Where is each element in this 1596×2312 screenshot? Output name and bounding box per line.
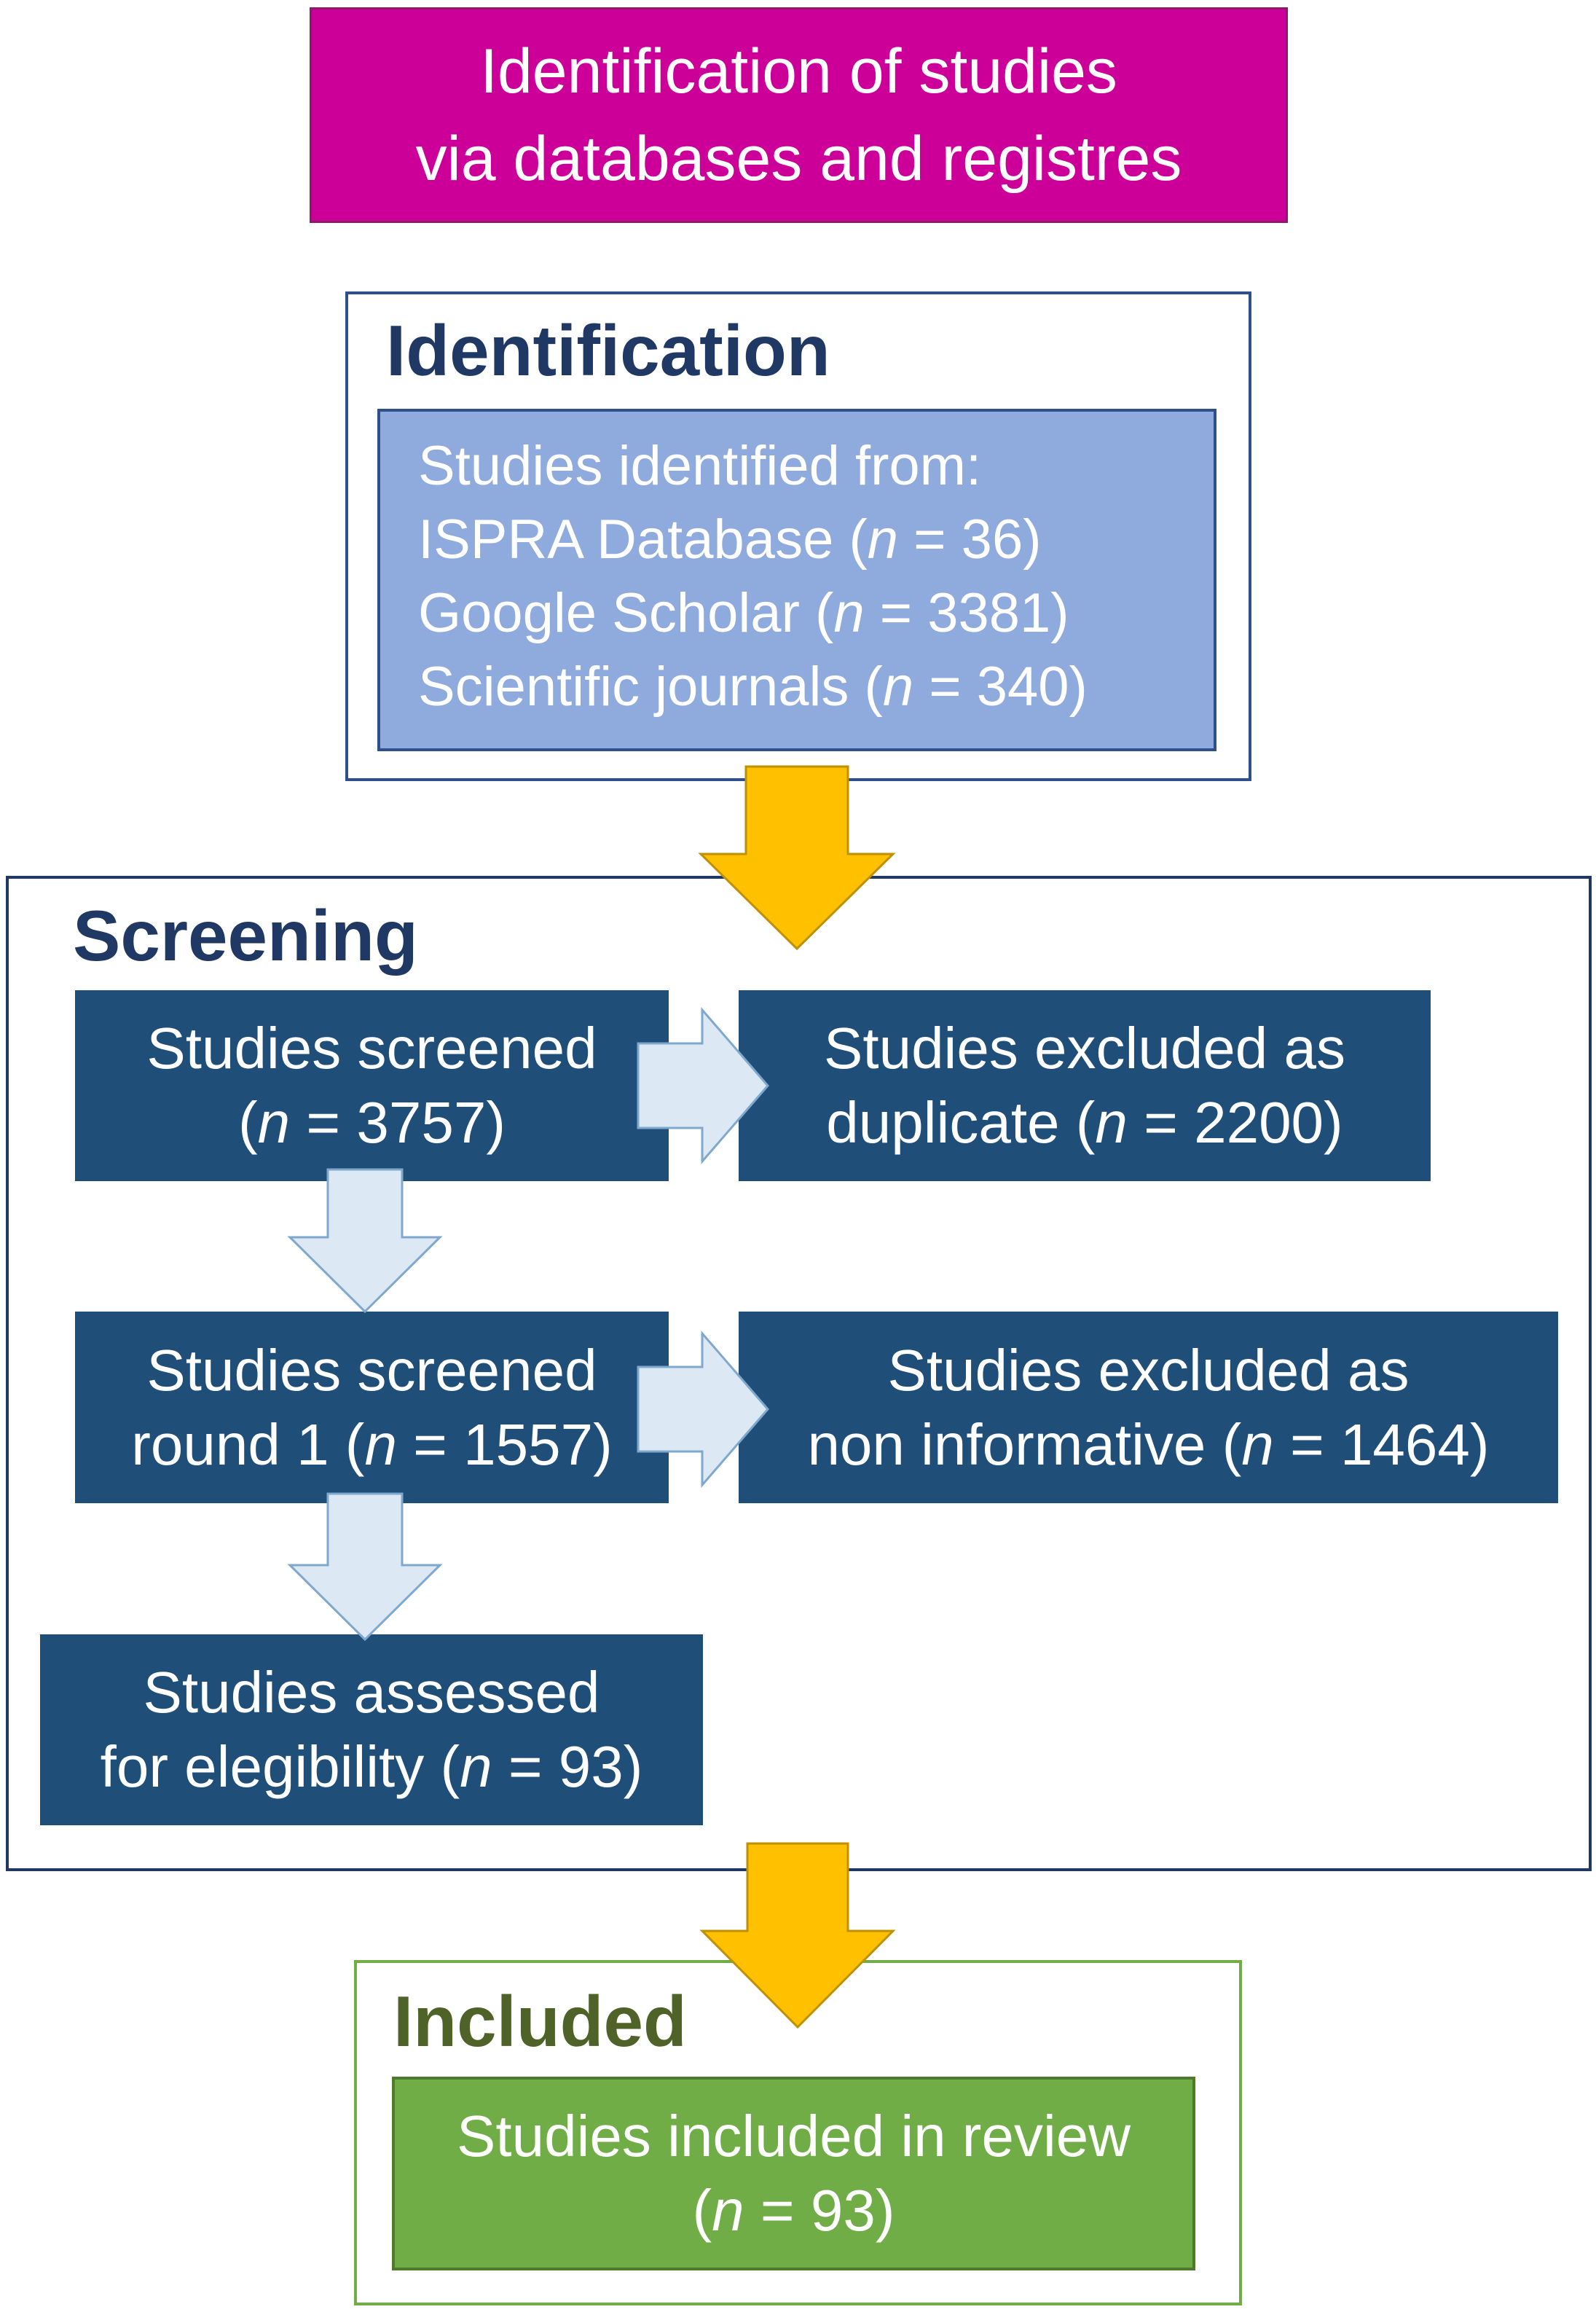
source-ispra: ISPRA Database (n = 36) [418,509,1042,571]
identification-heading: Identification [386,310,830,391]
source-google-scholar: Google Scholar (n = 3381) [418,582,1069,644]
screened-round1-line2: round 1 (n = 1557) [131,1411,613,1477]
studies-screened-box: Studies screened (n = 3757) [75,990,669,1181]
studies-screened-line1: Studies screened [146,1016,597,1081]
identification-intro: Studies identified from: [418,435,982,497]
excluded-duplicate-line2: duplicate (n = 2200) [826,1090,1343,1155]
assessed-eligibility-line1: Studies assessed [143,1660,600,1725]
studies-included-line2: (n = 93) [692,2178,895,2243]
title-line-2: via databases and registres [415,124,1182,194]
title-line-1: Identification of studies [480,36,1117,106]
excluded-noninformative-line1: Studies excluded as [887,1337,1410,1403]
assessed-eligibility-line2: for elegibility (n = 93) [100,1734,643,1799]
studies-screened-line2: (n = 3757) [238,1090,506,1155]
screening-heading: Screening [73,896,418,976]
title-box: Identification of studies via databases … [310,7,1288,223]
step-arrow-down-icon [287,1168,443,1314]
excluded-duplicate-line1: Studies excluded as [823,1016,1345,1081]
flow-arrow-down-icon [699,1842,896,2029]
step-arrow-right-icon [637,1330,769,1489]
studies-included-line1: Studies included in review [457,2104,1131,2168]
identification-box: Studies identified from: ISPRA Database … [377,409,1216,751]
studies-included-box: Studies included in review (n = 93) [392,2077,1195,2270]
assessed-eligibility-box: Studies assessed for elegibility (n = 93… [40,1634,703,1825]
included-heading: Included [393,1981,687,2061]
step-arrow-right-icon [637,1006,769,1165]
flow-arrow-down-icon [698,765,896,951]
source-scientific-journals: Scientific journals (n = 340) [418,656,1088,718]
excluded-noninformative-line2: non informative (n = 1464) [807,1411,1490,1477]
screened-round1-line1: Studies screened [146,1337,597,1403]
excluded-duplicate-box: Studies excluded as duplicate (n = 2200) [739,990,1431,1181]
excluded-noninformative-box: Studies excluded as non informative (n =… [739,1312,1558,1503]
screened-round1-box: Studies screened round 1 (n = 1557) [75,1312,669,1503]
step-arrow-down-icon [287,1492,443,1642]
